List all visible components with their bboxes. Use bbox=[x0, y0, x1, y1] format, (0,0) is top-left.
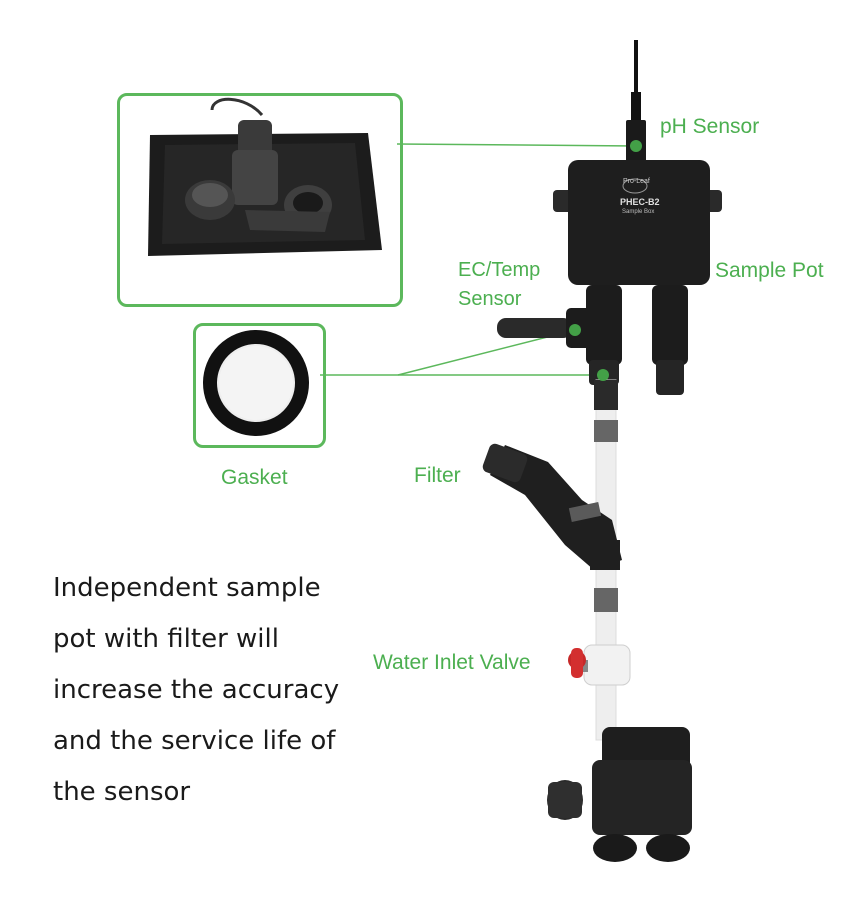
water-inlet-valve-label: Water Inlet Valve bbox=[373, 651, 531, 674]
pump bbox=[547, 727, 692, 862]
device-model: PHEC-B2 bbox=[620, 197, 660, 207]
description-text: Independent sample pot with filter will … bbox=[53, 563, 353, 818]
sample-pot-closeup-image bbox=[148, 97, 382, 256]
filter-label: Filter bbox=[414, 464, 461, 487]
description-line: increase the accuracy bbox=[53, 675, 340, 705]
ph-sensor-label: pH Sensor bbox=[660, 115, 760, 138]
ec-temp-label-line2: Sensor bbox=[458, 288, 522, 310]
ec-temp-label-line1: EC/Temp bbox=[458, 259, 541, 281]
gasket-label: Gasket bbox=[221, 466, 288, 489]
description-line: Independent sample bbox=[53, 573, 321, 603]
sample-pot-label: Sample Pot bbox=[715, 259, 824, 282]
description-line: pot with filter will bbox=[53, 624, 279, 654]
description-line: the sensor bbox=[53, 777, 191, 807]
description-line: and the service life of bbox=[53, 726, 336, 756]
valve bbox=[568, 644, 631, 686]
device-subtitle: Sample Box bbox=[622, 209, 655, 215]
gasket-image bbox=[203, 330, 309, 436]
sample-box bbox=[553, 160, 722, 285]
device-brand: Pro-Leaf bbox=[623, 178, 650, 185]
filter-body bbox=[482, 443, 622, 570]
